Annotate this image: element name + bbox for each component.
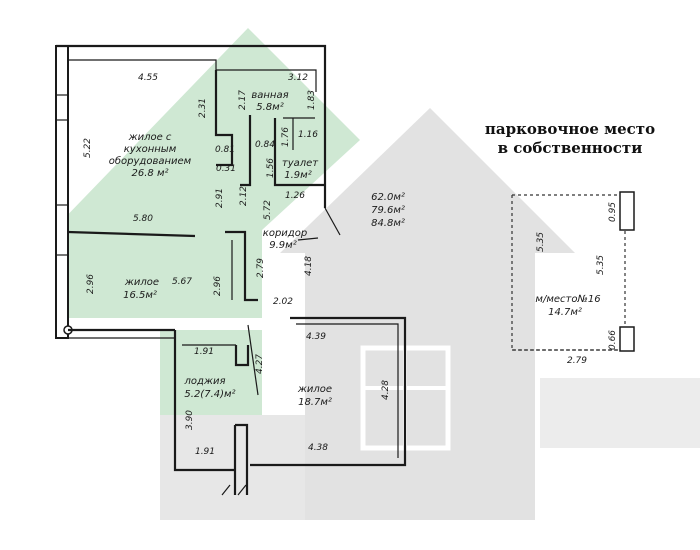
toilet-inner [283,117,315,150]
dim-left-wall: 5.22 [83,138,93,158]
apartment-walls [55,44,327,339]
dim-corr-d: 2.79 [256,258,266,278]
bath-bottom-wall [240,115,252,187]
dim-small-a: 0.81 [215,145,235,155]
living-right-label: жилое [297,384,332,395]
dim-right-top: 4.39 [306,332,326,342]
dim-right-bottom: 4.38 [308,443,328,453]
dim-small-c: 0.84 [255,140,275,150]
right-room-top [250,316,407,467]
dim-loggia-top: 1.91 [194,347,214,357]
dim-living-left-w: 5.67 [172,277,192,287]
corridor-wall [225,230,258,302]
corridor-area: 9.9м² [269,240,296,251]
total-with-loggia-area: 84.8м² [371,218,405,229]
dim-corr-a: 2.91 [215,188,225,208]
dim-bath-left: 2.31 [198,98,208,118]
loggia-outline [173,330,235,472]
parking-spot [511,191,635,352]
parking-outline [511,194,625,351]
living-right-area: 18.7м² [298,397,332,408]
watermark-gray-base [160,415,305,520]
dim-top-left: 4.55 [138,73,158,83]
toilet-wall [273,118,325,187]
parking-heading-line1: парковочное место [485,120,655,138]
living-left-area: 16.5м² [123,290,157,301]
living-left-label: жилое [124,277,159,288]
corridor-label: коридор [263,228,307,239]
inner-walls [67,70,407,496]
dim-loggia-h: 3.90 [185,410,195,430]
dim-corr-c: 5.72 [263,200,273,220]
top-wall [56,44,327,92]
dim-toilet-w: 1.76 [281,127,291,147]
total-living-area: 62.0м² [371,192,405,203]
living-kitchen-label-1: жилое с [128,132,172,143]
kitchen-divider [67,230,196,238]
living-kitchen-area: 26.8 м² [132,168,169,179]
room-labels: жилое с кухонным oборудованием 26.8 м² в… [109,90,601,408]
dim-bath-right: 1.83 [307,90,317,110]
dimension-labels: 4.55 3.12 0.81 0.31 0.84 1.16 1.26 5.80 … [83,73,618,457]
dim-toilet-bottom: 1.26 [285,191,305,201]
parking-heading-line2: в собственности [498,139,643,157]
dim-park-top: 0.95 [608,202,618,222]
bathroom-area: 5.8м² [256,102,283,113]
watermark-gray-house [280,108,575,520]
dim-corr-f: 2.02 [273,297,293,307]
living-kitchen-label-3: oборудованием [109,155,192,167]
right-room-inner [296,323,399,458]
dim-loggia-bottom: 1.91 [195,447,215,457]
dim-park-right: 5.35 [596,255,606,275]
door-swing-2 [297,237,319,241]
dim-mid-width: 5.80 [133,214,153,224]
loggia-lower-wall [233,423,249,495]
dim-small-b: 0.31 [216,164,236,174]
watermark-gray-strip [540,378,700,448]
dim-loggia-mid: 4.27 [255,354,265,374]
dim-toilet-w2: 1.16 [298,130,318,140]
dim-park-small: 0.66 [608,330,618,350]
dim-living-left-h2: 2.96 [213,276,223,296]
dim-park-bottom: 2.79 [567,356,587,366]
bath-left-wall [214,70,234,167]
dim-living-left-h: 2.96 [86,274,96,294]
dim-right-h: 4.28 [381,380,391,400]
left-wall [55,45,69,339]
parking-area: 14.7м² [548,307,582,318]
parking-column-bottom [619,326,635,352]
toilet-label: туалет [282,158,319,169]
dim-corr-b: 2.12 [239,186,249,206]
door-swing-1 [324,207,341,236]
bathroom-label: ванная [251,90,288,101]
dim-top-right: 3.12 [288,73,308,83]
dim-toilet-h: 1.56 [266,158,276,178]
dim-bath-inner: 2.17 [238,90,248,110]
dim-corr-e: 4.18 [304,256,314,276]
parking-label: м/место№16 [535,294,600,305]
loggia-area: 5.2(7.4)м² [184,389,235,400]
watermark-logo [55,28,700,520]
total-area: 79.6м² [371,205,405,216]
watermark-green-arrow [55,28,360,318]
loggia-divider [234,345,250,367]
loggia-door [247,324,259,396]
living-kitchen-label-2: кухонным [124,144,177,155]
stair-marks [221,484,247,496]
parking-column-top [619,191,635,231]
loggia-label: лоджия [184,376,226,387]
toilet-area: 1.9м² [284,170,311,181]
dim-park-left: 5.35 [536,232,546,252]
